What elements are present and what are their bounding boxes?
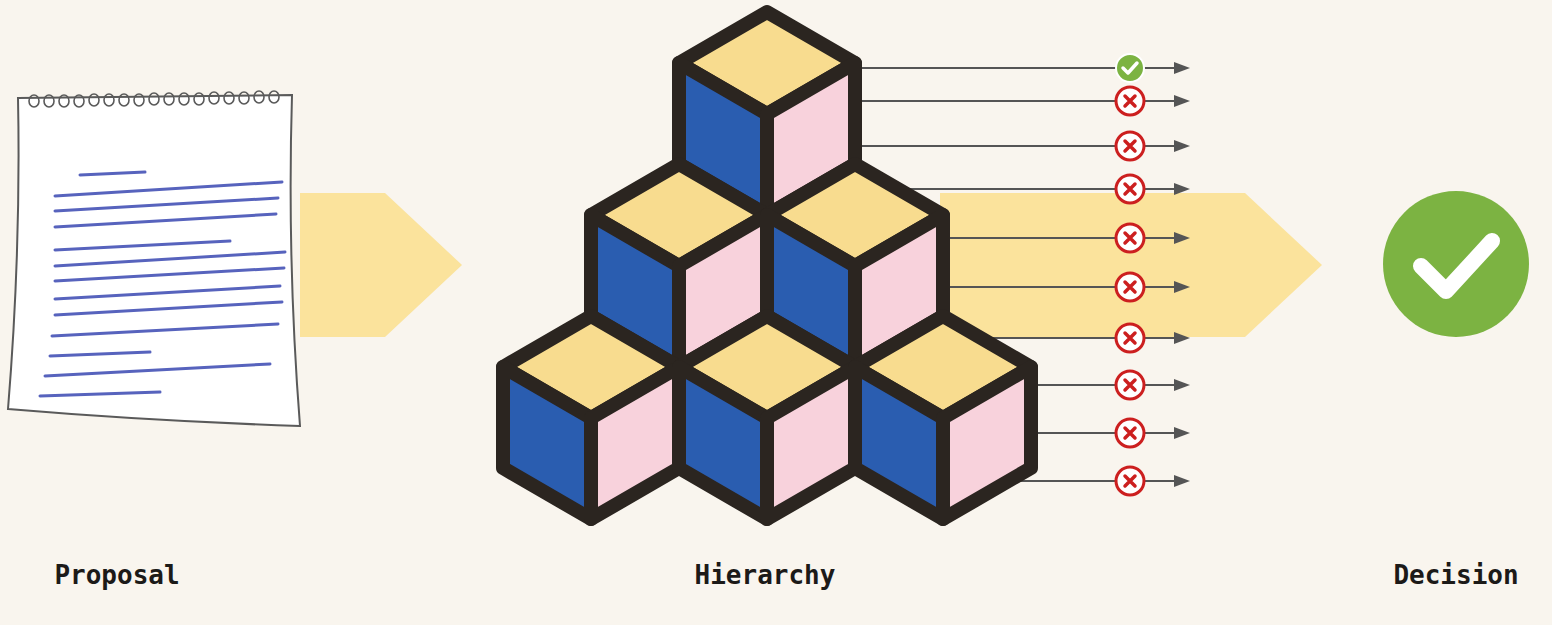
text-lines (40, 392, 160, 396)
outcome-lines (1144, 337, 1176, 339)
cube-pyramid (943, 367, 1031, 519)
outcome-lines (1144, 480, 1176, 482)
text-lines (55, 198, 278, 211)
accept-mark (1123, 63, 1137, 73)
spiral-binding (59, 95, 69, 107)
text-lines (55, 241, 230, 250)
spiral-binding (269, 91, 279, 103)
accept-mark (1116, 54, 1144, 82)
reject-cross (1125, 141, 1135, 151)
spiral-binding (224, 92, 234, 104)
reject-mark (1116, 371, 1144, 399)
spiral-binding (44, 95, 54, 107)
document-illustration (8, 91, 300, 426)
outcome-lines (1144, 432, 1176, 434)
section-label: Decision (1389, 560, 1522, 591)
accept-mark (1116, 54, 1144, 82)
reject-mark (1116, 273, 1144, 301)
spiral-binding (164, 93, 174, 105)
decision-check (1421, 241, 1492, 291)
spiral-binding (194, 93, 204, 105)
outcome-lines (1144, 286, 1176, 288)
reject-mark (1116, 467, 1144, 495)
text-lines (40, 172, 285, 396)
section-label: Proposal (50, 560, 183, 591)
reject-cross (1125, 333, 1135, 343)
small-arrowhead (1174, 427, 1190, 439)
section-label: Hierarchy (691, 560, 840, 591)
reject-cross (1125, 380, 1135, 390)
outcome-lines (1144, 237, 1176, 239)
spiral-binding (149, 93, 159, 105)
reject-mark (1116, 324, 1144, 352)
decision-check (1383, 191, 1529, 337)
cube-pyramid (679, 367, 767, 519)
spiral-binding (74, 95, 84, 107)
outcome-lines (1144, 67, 1176, 69)
text-lines (55, 286, 280, 299)
spiral-binding (134, 94, 144, 106)
reject-cross (1125, 96, 1135, 486)
spiral-binding (89, 94, 99, 106)
spiral-binding (209, 92, 219, 104)
small-arrowhead (1174, 95, 1190, 107)
reject-mark (1116, 132, 1144, 160)
outcome-lines (1144, 100, 1176, 102)
illustration-node: Hierarchy (462, 5, 940, 610)
small-arrowhead (1174, 183, 1190, 195)
reject-cross (1125, 282, 1135, 292)
spiral-binding (239, 92, 249, 104)
flow-arrow (940, 193, 1322, 337)
text-lines (45, 364, 270, 376)
outcome-lines (900, 188, 1116, 190)
reject-cross (1125, 476, 1135, 486)
text-lines (50, 352, 150, 356)
reject-mark (1116, 87, 1144, 495)
reject-mark (1116, 224, 1144, 252)
text-lines (55, 268, 284, 281)
small-arrowhead (1174, 379, 1190, 391)
small-arrowhead (1174, 232, 1190, 244)
text-lines (55, 214, 276, 227)
reject-cross (1125, 184, 1135, 194)
cube-pyramid (591, 367, 679, 519)
text-lines (55, 182, 282, 196)
outcome-lines (1144, 384, 1176, 386)
spiral-binding (119, 94, 129, 106)
spiral-binding (104, 94, 114, 106)
small-arrowhead (1174, 332, 1190, 344)
document-illustration (8, 95, 300, 426)
outcome-lines (1144, 188, 1176, 190)
small-arrowhead (1174, 62, 1190, 487)
reject-mark (1116, 175, 1144, 203)
spiral-binding (179, 93, 189, 105)
cube-pyramid (767, 367, 855, 519)
reject-cross (1125, 233, 1135, 243)
spiral-binding (29, 95, 39, 107)
text-lines (80, 172, 145, 175)
cube-pyramid (503, 367, 591, 519)
illustration-node: Decision (1322, 90, 1544, 610)
small-arrowhead (1174, 281, 1190, 293)
cube-pyramid (503, 12, 1031, 519)
cube-pyramid (855, 367, 943, 519)
illustration-node: Proposal (5, 90, 300, 610)
small-arrowhead (1174, 62, 1190, 74)
decision-check (1383, 191, 1529, 337)
spiral-binding (254, 91, 264, 103)
text-lines (55, 302, 282, 315)
flow-arrow (300, 193, 462, 337)
reject-cross (1125, 428, 1135, 438)
text-lines (52, 324, 278, 336)
spiral-binding (29, 91, 279, 107)
small-arrowhead (1174, 475, 1190, 487)
reject-cross (1125, 96, 1135, 106)
reject-mark (1116, 87, 1144, 115)
text-lines (55, 252, 285, 266)
outcome-lines (1144, 145, 1176, 147)
reject-mark (1116, 419, 1144, 447)
small-arrowhead (1174, 140, 1190, 152)
